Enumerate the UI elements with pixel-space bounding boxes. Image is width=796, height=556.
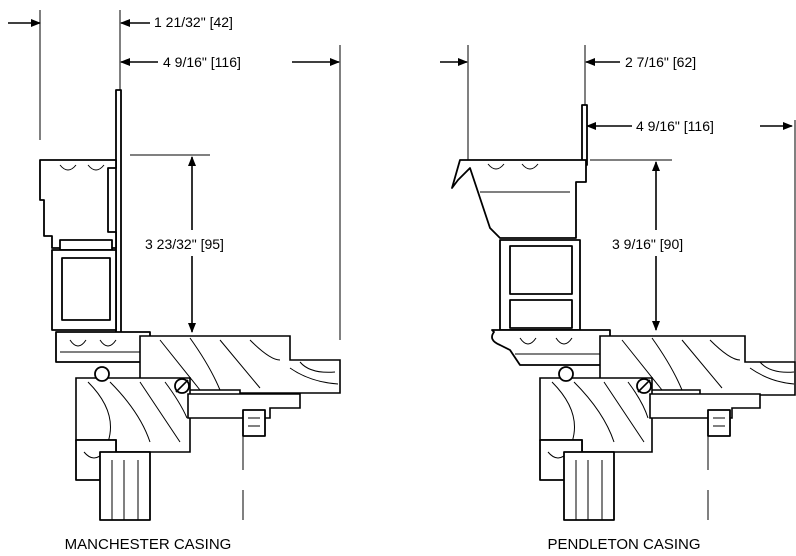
pendleton-dim-height: 3 9/16" [90] <box>612 236 683 252</box>
manchester-dim-top: 1 21/32" [42] <box>154 14 233 30</box>
pendleton-casing-section <box>440 45 796 521</box>
pendleton-caption: PENDLETON CASING <box>547 536 700 553</box>
manchester-caption: MANCHESTER CASING <box>65 536 232 553</box>
pendleton-dim-width: 4 9/16" [116] <box>636 118 714 134</box>
manchester-dim-width: 4 9/16" [116] <box>163 54 241 70</box>
manchester-casing-section <box>8 10 341 521</box>
pendleton-dim-top: 2 7/16" [62] <box>625 54 696 70</box>
manchester-dim-height: 3 23/32" [95] <box>145 236 224 252</box>
